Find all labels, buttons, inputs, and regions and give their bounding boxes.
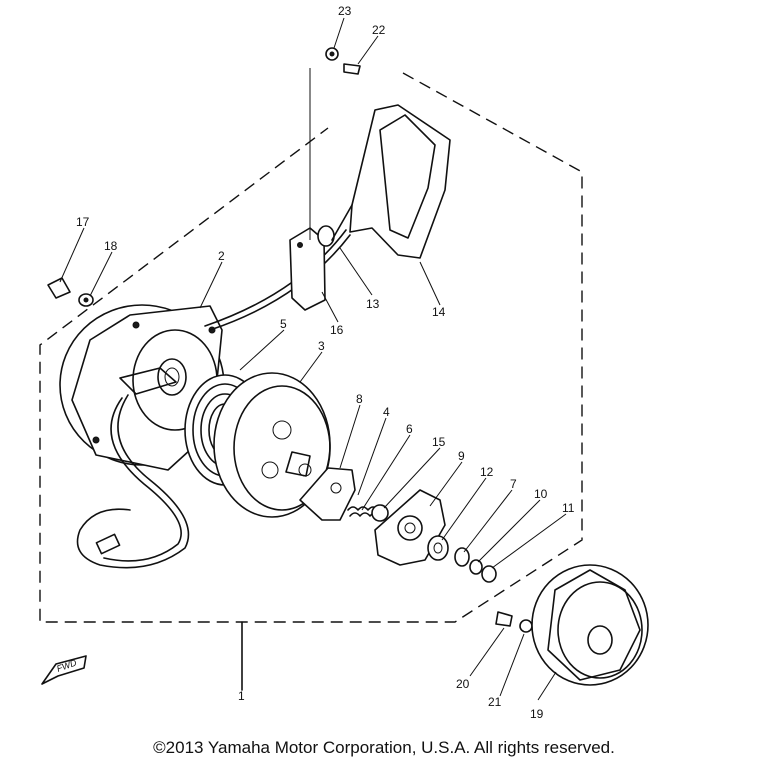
callout-22: 22: [372, 23, 386, 37]
callout-9: 9: [458, 449, 465, 463]
washer-12: [427, 535, 449, 561]
callout-20: 20: [456, 677, 470, 691]
starter-handle: [349, 104, 451, 259]
callout-18: 18: [104, 239, 118, 253]
lower-cable: [76, 394, 190, 569]
washer-21: [519, 619, 533, 633]
washer-10: [469, 559, 483, 575]
starter-rope: [209, 234, 351, 331]
callout-17: 17: [76, 215, 90, 229]
callout-6: 6: [406, 422, 413, 436]
callout-21: 21: [488, 695, 502, 709]
callout-19: 19: [530, 707, 544, 721]
callout-5: 5: [280, 317, 287, 331]
callout-23: 23: [338, 4, 352, 18]
starter-cup: [531, 564, 649, 686]
callout-13: 13: [366, 297, 380, 311]
callout-16: 16: [330, 323, 344, 337]
callout-14: 14: [432, 305, 446, 319]
callout-8: 8: [356, 392, 363, 406]
callout-12: 12: [480, 465, 494, 479]
bolt-22: [343, 63, 361, 75]
callout-1: 1: [238, 689, 245, 703]
assembly-boundary: [39, 72, 583, 623]
pawl: [299, 467, 356, 521]
bolt-20: [495, 611, 513, 627]
grommet-13: [317, 225, 335, 247]
washer-7: [454, 547, 470, 567]
washer-15: [371, 504, 389, 522]
callout-4: 4: [383, 405, 390, 419]
pulley: [213, 372, 331, 518]
fwd-arrow-icon: FWD: [41, 655, 87, 685]
callout-7: 7: [510, 477, 517, 491]
callout-3: 3: [318, 339, 325, 353]
callout-11: 11: [562, 501, 575, 515]
copyright-notice: ©2013 Yamaha Motor Corporation, U.S.A. A…: [153, 738, 615, 757]
bolt-17: [47, 277, 71, 299]
callout-10: 10: [534, 487, 548, 501]
callout-15: 15: [432, 435, 446, 449]
leader-lines: [59, 17, 567, 701]
callout-2: 2: [218, 249, 225, 263]
callout-numbers: 23 22 17 18 2 5 3 8 4 6 15 9 12 7 10 11 …: [76, 4, 575, 721]
nut-11: [481, 565, 497, 583]
